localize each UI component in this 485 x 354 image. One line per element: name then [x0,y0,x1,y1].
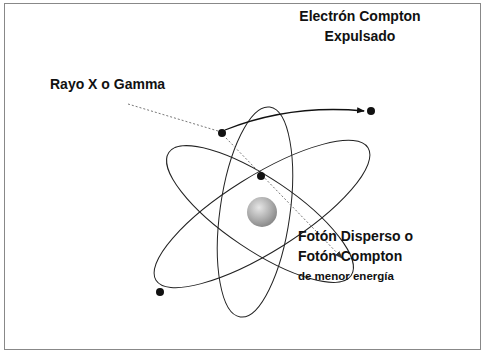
ejected-electron-label: Electrón Compton Expulsado [290,6,430,46]
frame [5,4,481,350]
incoming-ray [128,104,218,131]
electron-path [225,110,364,130]
scattered-photon-label: Fotón Disperso o Fotón Compton [298,226,438,266]
nucleus [247,197,277,227]
energy-note: de menor energía [298,268,438,284]
electron [218,129,226,137]
electron [257,172,265,180]
orbit [206,102,305,322]
ejected-electron [367,107,375,115]
electron [156,288,164,296]
orbit [136,116,388,313]
incident-ray-label: Rayo X o Gamma [50,74,200,94]
